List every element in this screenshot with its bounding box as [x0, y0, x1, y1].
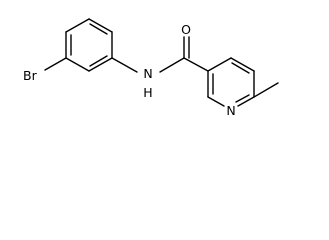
- pyridine-ring: [207, 57, 255, 107]
- bond: [207, 96, 225, 107]
- double-bond-inner: [89, 23, 108, 35]
- chemical-structure-diagram: Br N H O N: [23, 18, 279, 118]
- bond: [88, 18, 113, 33]
- bond: [65, 57, 90, 72]
- bond-c-c: [183, 57, 209, 72]
- bromine-atom-label: Br: [23, 68, 38, 83]
- pyridine-nitrogen-label: N: [226, 103, 235, 118]
- bond-n-c: [159, 57, 185, 73]
- double-bond-inner: [235, 94, 250, 103]
- bond: [65, 18, 90, 33]
- carbonyl-oxygen-label: O: [181, 22, 191, 37]
- amide-nitrogen-label: N: [143, 66, 152, 81]
- bond: [237, 96, 255, 107]
- bromophenyl-ring: [65, 18, 113, 72]
- double-bond-inner: [89, 55, 108, 67]
- bond-methyl: [253, 82, 279, 98]
- double-bond-inner: [231, 62, 250, 74]
- bond-c-n: [111, 57, 138, 73]
- amide-hydrogen-label: H: [143, 85, 152, 100]
- bond: [207, 57, 232, 72]
- bond: [230, 57, 255, 72]
- bond-c-br: [44, 57, 67, 71]
- bond: [88, 57, 113, 72]
